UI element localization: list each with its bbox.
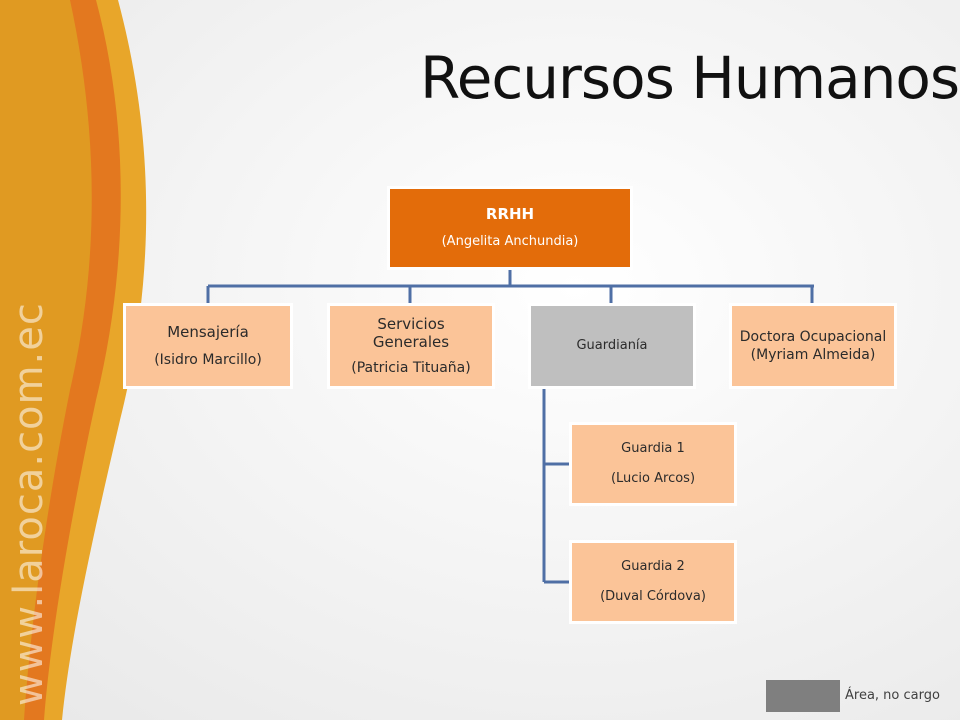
org-node-guardiania: Guardianía [528, 303, 696, 389]
org-node-rrhh: RRHH (Angelita Anchundia) [387, 186, 633, 270]
org-node-mensajeria-name: Mensajería [167, 323, 249, 341]
org-node-guardia-2-name: Guardia 2 [621, 559, 685, 574]
legend: Área, no cargo [766, 680, 950, 712]
org-node-servicios-generales-name: Servicios Generales [372, 315, 450, 351]
org-node-servicios-generales-person: (Patricia Tituaña) [351, 360, 471, 376]
org-node-mensajeria-person: (Isidro Marcillo) [154, 352, 262, 368]
org-node-rrhh-person: (Angelita Anchundia) [441, 234, 579, 249]
legend-swatch [766, 680, 840, 712]
org-node-doctora-ocupacional: Doctora Ocupacional (Myriam Almeida) [729, 303, 897, 389]
org-node-guardiania-name: Guardianía [576, 338, 648, 353]
org-node-guardia-2-person: (Duval Córdova) [600, 589, 706, 604]
org-node-rrhh-name: RRHH [485, 205, 535, 223]
slide-title: Recursos Humanos [420, 44, 960, 112]
org-node-guardia-1: Guardia 1 (Lucio Arcos) [569, 422, 737, 506]
org-node-doctora-ocupacional-name: Doctora Ocupacional [739, 329, 887, 345]
org-node-mensajeria: Mensajería (Isidro Marcillo) [123, 303, 293, 389]
org-node-servicios-generales: Servicios Generales (Patricia Tituaña) [327, 303, 495, 389]
org-node-guardia-2: Guardia 2 (Duval Córdova) [569, 540, 737, 624]
org-node-guardia-1-name: Guardia 1 [621, 441, 685, 456]
org-node-doctora-ocupacional-person: (Myriam Almeida) [750, 347, 876, 363]
legend-label: Área, no cargo [845, 688, 940, 703]
org-node-guardia-1-person: (Lucio Arcos) [610, 471, 696, 486]
